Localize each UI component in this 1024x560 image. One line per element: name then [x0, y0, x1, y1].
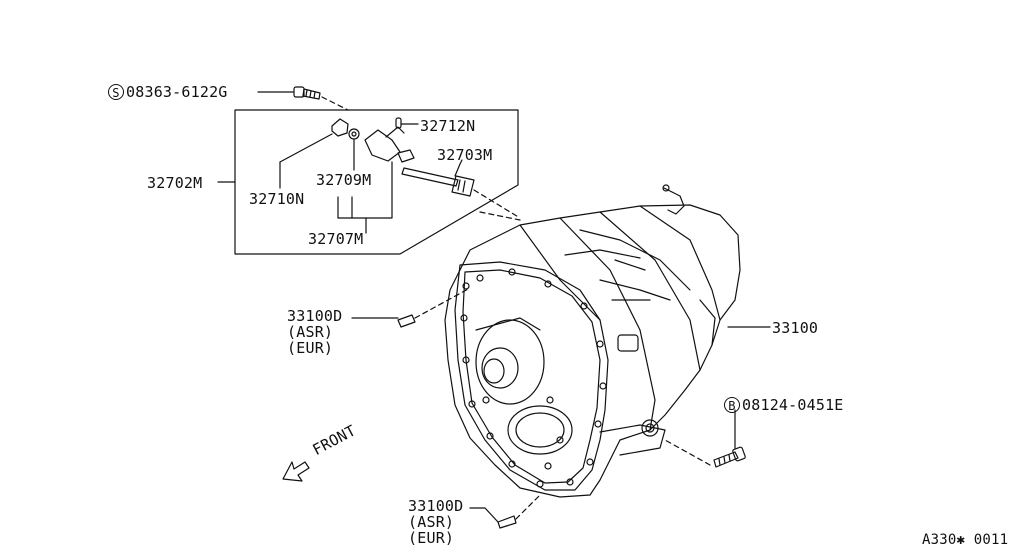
bolt-symbol-icon: B	[724, 397, 740, 413]
figure-code: A330✱ 0011	[922, 532, 1009, 548]
bolt-08124-0451e	[664, 409, 746, 468]
dowel-lower-note2: (EUR)	[408, 529, 455, 547]
dashed-path-screw	[321, 96, 349, 111]
callout-dowel-lower: 33100D (ASR) (EUR)	[408, 498, 463, 546]
callout-32702m: 32702M	[147, 174, 203, 192]
callout-dowel-upper: 33100D (ASR) (EUR)	[287, 308, 342, 356]
sensor-body	[364, 126, 415, 163]
callout-32710n: 32710N	[249, 190, 305, 208]
ring-32709m	[348, 128, 360, 140]
dowel-lower	[469, 494, 541, 529]
front-arrow-icon	[282, 461, 310, 482]
dowel-upper-note2: (EUR)	[287, 339, 334, 357]
callout-32712n: 32712N	[420, 117, 476, 135]
pin-32712n	[395, 117, 402, 129]
dowel-lower-note1: (ASR)	[408, 513, 455, 531]
callout-32703m: 32703M	[437, 146, 493, 164]
callout-33100: 33100	[772, 319, 819, 337]
dowel-lower-part: 33100D	[408, 497, 464, 515]
shaft-32703m	[401, 167, 475, 197]
bolt-part-number: 08124-0451E	[742, 396, 844, 414]
cap-32710n	[331, 118, 349, 137]
screw-08363-6122g	[257, 86, 321, 100]
dowel-upper-part: 33100D	[287, 307, 343, 325]
screw-part-number: 08363-6122G	[126, 83, 228, 101]
callout-32709m: 32709M	[316, 171, 372, 189]
dowel-upper	[351, 287, 471, 328]
screw-symbol-icon: S	[108, 84, 124, 100]
transmission-housing	[444, 184, 741, 498]
subassembly-box	[234, 109, 519, 255]
callout-32707m: 32707M	[308, 230, 364, 248]
dowel-upper-note1: (ASR)	[287, 323, 334, 341]
